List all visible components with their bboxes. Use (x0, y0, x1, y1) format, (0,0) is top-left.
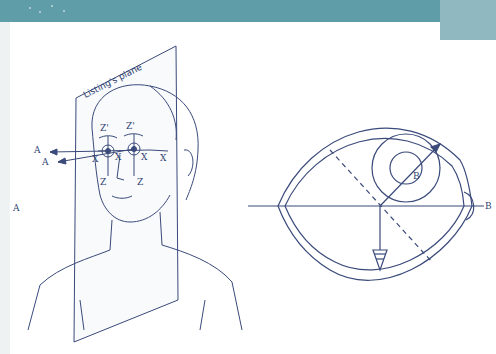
corner-panel (440, 0, 496, 40)
axis-label: X (141, 153, 147, 162)
head-figure (28, 46, 242, 342)
axis-label: Z' (100, 124, 109, 133)
side-strip (0, 22, 10, 354)
axis-label: A (42, 158, 49, 167)
panel-letter: A (13, 204, 20, 213)
axis-label: Z' (126, 122, 135, 131)
axis-label: X (115, 153, 121, 162)
top-band (0, 0, 496, 22)
axis-label: Z (100, 178, 106, 187)
axis-label: A (34, 146, 41, 155)
axis-label: X (160, 154, 166, 163)
axis-label: Z (137, 178, 143, 187)
point-label: B (413, 172, 420, 181)
axis-label: X (92, 155, 98, 164)
band-dots (29, 5, 65, 13)
eyeball-diagram (248, 128, 484, 280)
panel-letter: B (485, 202, 492, 211)
